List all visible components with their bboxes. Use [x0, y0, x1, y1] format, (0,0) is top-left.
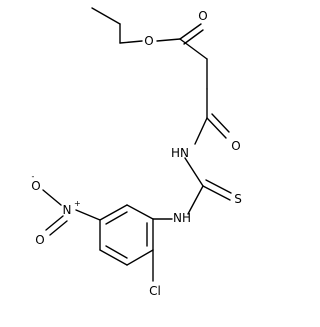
bond-amide-c-o-double-b [211, 113, 230, 133]
bond-nh-thio-c [184, 157, 204, 187]
atom-o-nitro-bottom: O [35, 233, 44, 247]
ring-inner-double-1 [105, 211, 128, 225]
bond-amide-c-o-double-a [206, 117, 227, 139]
ring-bond-2 [99, 204, 128, 221]
atom-o-amide: O [231, 139, 240, 153]
atom-n-nitro-charge: + [74, 199, 81, 208]
atom-o-nitro-top-charge: - [32, 172, 35, 181]
bond-amide-c-nh [194, 117, 208, 145]
atom-n-nitro: N [63, 203, 72, 217]
bond-nitro-n-o-bottom-b [49, 220, 68, 236]
atom-s-thio: S [234, 192, 242, 206]
bond-ester-c-o-double-b [183, 29, 204, 45]
ring-bond-5 [126, 249, 154, 266]
atom-nh-aniline: NH [173, 211, 191, 225]
atom-o-ester-carbonyl: O [198, 9, 207, 23]
bond-ethyl-ch3 [91, 7, 121, 25]
bond-thio-c-s-double-a [202, 185, 231, 201]
bond-ch2-o [119, 40, 143, 44]
atom-labels: O O O HN S NH N + O - O Cl [31, 9, 242, 298]
bond-ester-c-o-double-a [179, 23, 202, 40]
ring-inner-double-2 [105, 245, 128, 259]
bond-ring-nitro-n [75, 209, 101, 221]
bond-thio-c-nh [187, 185, 204, 215]
bond-nitro-n-o-bottom-a [45, 215, 64, 231]
bond-nitro-n-o-top [42, 189, 62, 206]
ring-bond-1 [126, 204, 154, 220]
bond-o-ester-c [156, 38, 181, 42]
atom-o-nitro-top: O [31, 179, 40, 193]
bond-thio-c-s-double-b [205, 179, 232, 194]
molecule-structure: O O O HN S NH N + O - O Cl [31, 7, 242, 298]
atom-nh-amide: HN [171, 146, 189, 160]
bonds [42, 7, 232, 282]
atom-o-ester-single: O [144, 34, 153, 48]
bond-chain-1 [179, 38, 208, 60]
ring-bond-4 [99, 249, 128, 266]
atom-cl: Cl [149, 284, 161, 298]
